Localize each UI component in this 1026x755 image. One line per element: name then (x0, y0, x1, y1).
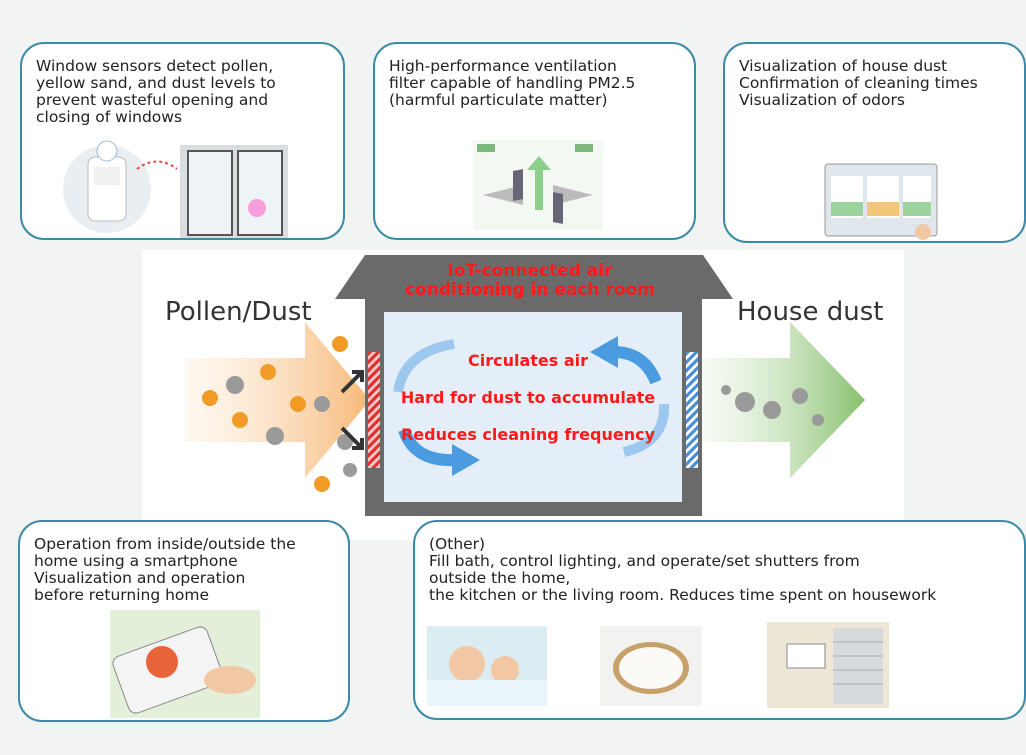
circulation-arc (613, 346, 662, 385)
dust-monitor-illustration (824, 163, 938, 240)
card-line: closing of windows (36, 108, 183, 126)
shutter-photo (767, 622, 889, 708)
card-line: Fill bath, control lighting, and operate… (429, 552, 860, 570)
title-line: conditioning in each room (404, 280, 655, 300)
house-dust-card: Visualization of house dust Confirmation… (723, 42, 1026, 243)
card-line: High-performance ventilation (389, 57, 617, 75)
card-line: yellow sand, and dust levels to (36, 74, 276, 92)
pollen-dot (332, 336, 348, 352)
dust-particle (792, 388, 808, 404)
other-features-card: (Other) Fill bath, control lighting, and… (413, 520, 1026, 720)
sensor-bubble-icon (96, 140, 118, 162)
other-features-text: (Other) Fill bath, control lighting, and… (429, 536, 1014, 604)
dust-particle (343, 463, 357, 477)
dust-particle (337, 434, 353, 450)
dust-particle (721, 385, 731, 395)
pollen-dust-label: Pollen/Dust (165, 297, 312, 327)
circulation-arrows (393, 336, 670, 476)
card-line: Visualization of house dust (739, 57, 948, 75)
pollen-arrow (185, 322, 370, 478)
house-dust-label: House dust (737, 297, 884, 327)
hand-icon (915, 224, 931, 240)
deflect-arrow-icon (340, 426, 364, 450)
circulation-arrowhead-icon (590, 336, 618, 368)
ventilation-filter-illustration (473, 140, 603, 230)
house-dust-arrow (700, 322, 865, 478)
benefit-dust-accumulate: Hard for dust to accumulate (400, 388, 656, 407)
room-interior (384, 312, 682, 502)
card-line: (Other) (429, 535, 486, 553)
dust-particle (266, 427, 284, 445)
window-sensor-text: Window sensors detect pollen, yellow san… (36, 58, 333, 126)
card-line: Confirmation of cleaning times (739, 74, 978, 92)
pollen-dot (290, 396, 306, 412)
ventilation-text: High-performance ventilation filter capa… (389, 58, 684, 109)
card-line: Visualization of odors (739, 91, 905, 109)
card-line: Visualization and operation (34, 569, 246, 587)
card-line: (harmful particulate matter) (389, 91, 608, 109)
card-line: outside the home, (429, 569, 571, 587)
up-arrow-icon (527, 156, 551, 210)
ceiling-light-photo (600, 626, 702, 706)
hand-icon (204, 666, 256, 694)
card-line: home using a smartphone (34, 552, 238, 570)
smartphone-text: Operation from inside/outside the home u… (34, 536, 338, 604)
card-line: Operation from inside/outside the (34, 535, 296, 553)
card-line: the kitchen or the living room. Reduces … (429, 586, 937, 604)
dust-particle (314, 396, 330, 412)
benefit-circulates-air: Circulates air (467, 351, 589, 370)
ventilation-card: High-performance ventilation filter capa… (373, 42, 696, 240)
card-line: prevent wasteful opening and (36, 91, 269, 109)
pollen-dot (202, 390, 218, 406)
card-line: filter capable of handling PM2.5 (389, 74, 636, 92)
dust-particle (735, 392, 755, 412)
dust-particle (763, 401, 781, 419)
dust-particle (226, 376, 244, 394)
smartphone-photo (110, 610, 260, 718)
pollen-dot (232, 412, 248, 428)
bath-photo (427, 626, 547, 706)
title-line: IoT-connected air (447, 261, 613, 281)
deflect-arrow-icon (340, 370, 364, 394)
window-sensor-card: Window sensors detect pollen, yellow san… (20, 42, 345, 240)
right-filter (686, 352, 698, 468)
card-line: Window sensors detect pollen, (36, 57, 274, 75)
window-sensor-illustration (63, 140, 288, 238)
pollen-dot (260, 364, 276, 380)
circulation-arrowhead-icon (452, 444, 480, 476)
house-roof (335, 255, 733, 299)
circulation-arc (622, 403, 670, 457)
pollen-dot (314, 476, 330, 492)
app-graphic (146, 646, 178, 678)
circulation-arc (393, 339, 455, 393)
house-dust-text: Visualization of house dust Confirmation… (739, 58, 1014, 109)
card-line: before returning home (34, 586, 210, 604)
iot-aircon-title: IoT-connected air conditioning in each r… (360, 262, 700, 300)
left-filter (368, 352, 380, 468)
benefit-cleaning-frequency: Reduces cleaning frequency (400, 425, 656, 444)
circulation-arc (398, 427, 457, 467)
smartphone-card: Operation from inside/outside the home u… (18, 520, 350, 722)
dust-particle (812, 414, 824, 426)
